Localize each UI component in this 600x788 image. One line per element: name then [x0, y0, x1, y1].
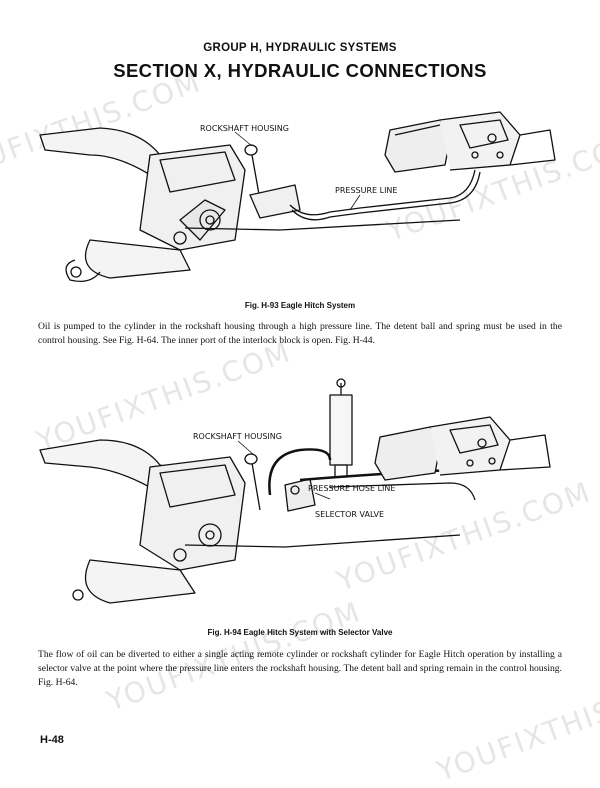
figure-h93-illustration: ROCKSHAFT HOUSING PRESSURE LINE	[39, 111, 556, 283]
pressure-hose-line-label: PRESSURE HOSE LINE	[308, 484, 395, 493]
group-title: GROUP H, HYDRAULIC SYSTEMS	[203, 42, 397, 54]
selector-valve-label: SELECTOR VALVE	[315, 510, 384, 519]
figure-h93-caption: Fig. H-93 Eagle Hitch System	[244, 301, 356, 310]
pressure-line-label: PRESSURE LINE	[335, 186, 397, 195]
figure-h94-caption: Fig. H-94 Eagle Hitch System with Select…	[207, 628, 393, 637]
figure-h94-illustration: ROCKSHAFT HOUSING PRESSURE HOSE LINE SEL…	[39, 378, 551, 604]
paragraph-1: Oil is pumped to the cylinder in the roc…	[38, 321, 562, 346]
rockshaft-housing-label: ROCKSHAFT HOUSING	[200, 124, 289, 133]
paragraph-2: The flow of oil can be diverted to eithe…	[38, 649, 562, 688]
rockshaft-housing-label: ROCKSHAFT HOUSING	[193, 432, 282, 441]
section-title: SECTION X, HYDRAULIC CONNECTIONS	[113, 60, 487, 81]
page-number: H-48	[40, 734, 64, 746]
